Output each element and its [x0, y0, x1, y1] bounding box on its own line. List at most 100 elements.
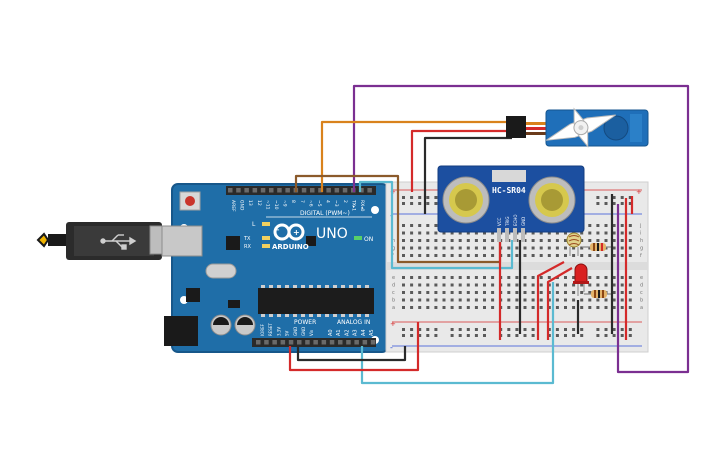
rail-hole[interactable] [402, 196, 405, 199]
rail-hole[interactable] [564, 328, 567, 331]
rail-hole[interactable] [418, 328, 422, 331]
terminal-hole[interactable] [588, 298, 592, 302]
resistor[interactable] [582, 243, 612, 251]
terminal-hole[interactable] [402, 298, 405, 302]
terminal-hole[interactable] [402, 224, 405, 227]
rail-hole[interactable] [604, 202, 608, 205]
terminal-hole[interactable] [418, 239, 422, 242]
rail-hole[interactable] [564, 334, 567, 337]
header-pin[interactable] [285, 188, 290, 193]
terminal-hole[interactable] [531, 283, 535, 287]
header-pin[interactable] [305, 340, 310, 345]
terminal-hole[interactable] [580, 246, 584, 250]
terminal-hole[interactable] [466, 283, 470, 287]
header-pin[interactable] [244, 188, 249, 193]
terminal-hole[interactable] [588, 306, 592, 309]
wire-red-5v[interactable] [288, 322, 420, 372]
terminal-hole[interactable] [620, 306, 624, 309]
terminal-hole[interactable] [515, 276, 519, 279]
terminal-hole[interactable] [604, 298, 608, 302]
terminal-hole[interactable] [620, 291, 624, 294]
terminal-hole[interactable] [628, 291, 632, 294]
terminal-hole[interactable] [402, 283, 405, 287]
terminal-hole[interactable] [547, 231, 551, 235]
terminal-hole[interactable] [604, 224, 608, 227]
rail-hole[interactable] [402, 202, 405, 205]
terminal-hole[interactable] [539, 276, 543, 279]
rail-hole[interactable] [596, 202, 600, 205]
terminal-hole[interactable] [450, 276, 454, 279]
terminal-hole[interactable] [426, 283, 430, 287]
terminal-hole[interactable] [458, 306, 462, 309]
rail-hole[interactable] [572, 328, 576, 331]
rail-hole[interactable] [620, 196, 624, 199]
terminal-hole[interactable] [450, 283, 454, 287]
terminal-hole[interactable] [596, 254, 600, 257]
terminal-hole[interactable] [418, 231, 422, 235]
terminal-hole[interactable] [466, 276, 470, 279]
rail-hole[interactable] [531, 334, 535, 337]
wire-cyan-top[interactable] [358, 180, 514, 270]
terminal-hole[interactable] [547, 298, 551, 302]
terminal-hole[interactable] [450, 254, 454, 257]
rail-hole[interactable] [402, 328, 405, 331]
terminal-hole[interactable] [620, 283, 624, 287]
terminal-hole[interactable] [402, 276, 405, 279]
terminal-hole[interactable] [474, 298, 478, 302]
terminal-hole[interactable] [580, 298, 584, 302]
terminal-hole[interactable] [539, 246, 543, 250]
terminal-hole[interactable] [588, 224, 592, 227]
terminal-hole[interactable] [555, 246, 559, 250]
terminal-hole[interactable] [547, 276, 551, 279]
rail-hole[interactable] [580, 328, 584, 331]
terminal-hole[interactable] [474, 239, 478, 242]
terminal-hole[interactable] [418, 224, 422, 227]
terminal-hole[interactable] [410, 231, 414, 235]
terminal-hole[interactable] [450, 298, 454, 302]
terminal-hole[interactable] [426, 298, 430, 302]
header-pin[interactable] [301, 188, 307, 193]
rail-hole[interactable] [547, 328, 551, 331]
rail-hole[interactable] [555, 334, 559, 337]
rail-hole[interactable] [410, 202, 414, 205]
header-pin[interactable] [321, 340, 327, 345]
terminal-hole[interactable] [555, 306, 559, 309]
terminal-hole[interactable] [604, 254, 608, 257]
terminal-hole[interactable] [483, 239, 486, 242]
terminal-hole[interactable] [620, 298, 624, 302]
terminal-hole[interactable] [418, 254, 422, 257]
terminal-hole[interactable] [620, 254, 624, 257]
terminal-hole[interactable] [466, 306, 470, 309]
terminal-hole[interactable] [588, 291, 592, 294]
terminal-hole[interactable] [555, 298, 559, 302]
terminal-hole[interactable] [483, 246, 486, 250]
terminal-hole[interactable] [596, 276, 600, 279]
header-pin[interactable] [269, 188, 274, 193]
terminal-hole[interactable] [434, 254, 438, 257]
rail-hole[interactable] [466, 328, 470, 331]
terminal-hole[interactable] [580, 283, 584, 287]
terminal-hole[interactable] [580, 239, 584, 242]
terminal-hole[interactable] [458, 254, 462, 257]
rail-hole[interactable] [596, 334, 600, 337]
rail-hole[interactable] [418, 334, 422, 337]
terminal-hole[interactable] [474, 291, 478, 294]
wire-red-diag-2[interactable] [546, 267, 573, 340]
header-pin[interactable] [318, 188, 323, 193]
terminal-hole[interactable] [434, 283, 438, 287]
terminal-hole[interactable] [612, 254, 616, 257]
terminal-hole[interactable] [572, 291, 576, 294]
terminal-hole[interactable] [418, 246, 422, 250]
terminal-hole[interactable] [531, 306, 535, 309]
terminal-hole[interactable] [564, 276, 567, 279]
rail-hole[interactable] [628, 202, 632, 205]
header-pin[interactable] [359, 188, 364, 193]
terminal-hole[interactable] [410, 291, 414, 294]
rail-hole[interactable] [628, 328, 632, 331]
terminal-hole[interactable] [442, 283, 446, 287]
terminal-hole[interactable] [515, 306, 519, 309]
terminal-hole[interactable] [442, 306, 446, 309]
terminal-hole[interactable] [604, 239, 608, 242]
terminal-hole[interactable] [442, 254, 446, 257]
header-pin[interactable] [272, 340, 277, 345]
